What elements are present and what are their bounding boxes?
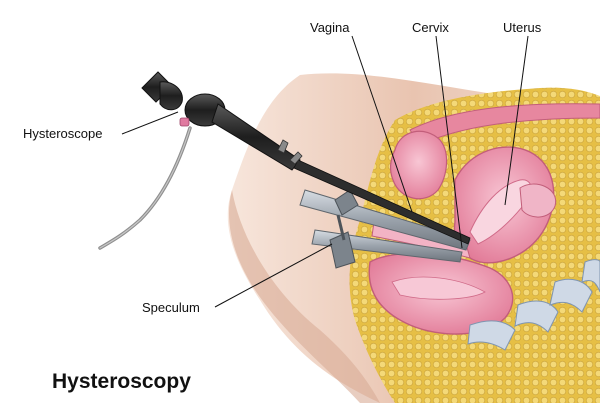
bladder — [389, 130, 448, 200]
leg-shading — [228, 190, 380, 403]
hysteroscope-instrument — [141, 71, 471, 245]
speculum-instrument — [299, 189, 471, 269]
rectum-lumen — [391, 276, 486, 300]
diagram-title: Hysteroscopy — [52, 370, 191, 393]
hysteroscope-cable — [98, 126, 192, 250]
leader-uterus — [504, 35, 529, 206]
label-hysteroscope: Hysteroscope — [23, 126, 103, 141]
leader-speculum — [214, 243, 333, 308]
ovary — [519, 183, 557, 218]
label-speculum: Speculum — [142, 300, 200, 315]
spine — [467, 259, 600, 351]
abdominal-wall — [409, 103, 600, 146]
label-uterus: Uterus — [503, 20, 542, 35]
label-cervix: Cervix — [412, 20, 449, 35]
leader-cervix — [435, 35, 463, 249]
leader-hysteroscope — [121, 111, 179, 135]
leader-lines — [121, 35, 529, 308]
label-vagina: Vagina — [310, 20, 350, 35]
leader-vagina — [351, 35, 413, 213]
